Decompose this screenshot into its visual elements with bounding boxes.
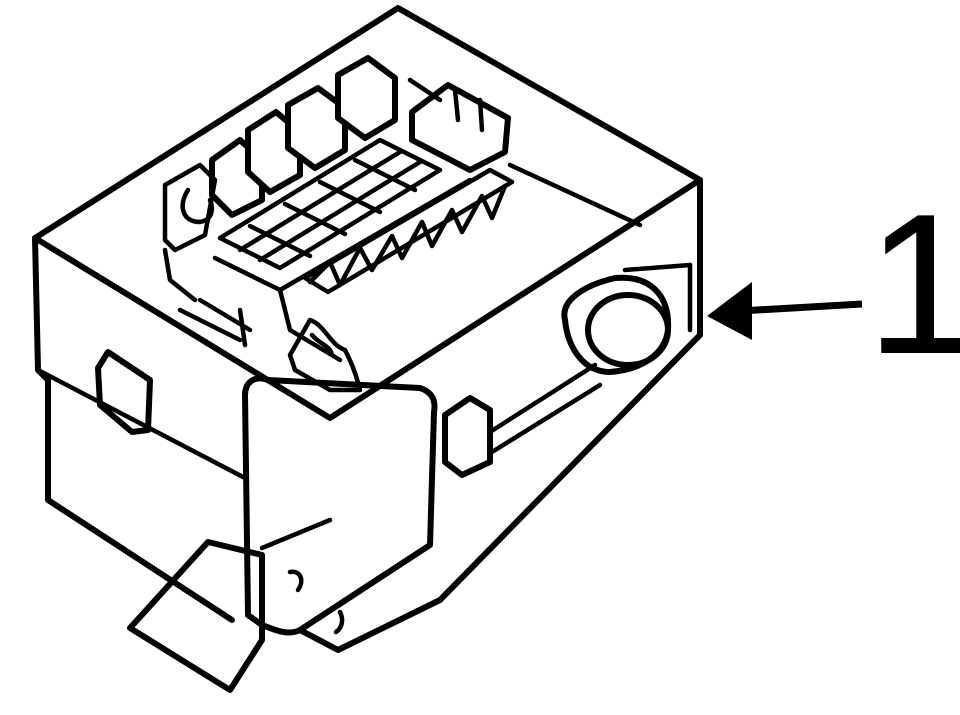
connector-socket bbox=[561, 274, 672, 375]
side-tab bbox=[95, 349, 153, 435]
ridge bbox=[212, 177, 473, 363]
bottom-tab bbox=[127, 539, 265, 693]
housing-right-side bbox=[297, 177, 703, 653]
front-cover bbox=[242, 375, 438, 636]
relay-blocks bbox=[209, 55, 511, 218]
latch-arm bbox=[442, 362, 603, 478]
housing-left-side bbox=[32, 235, 248, 623]
fuse-grid bbox=[217, 137, 443, 271]
left-clip bbox=[162, 162, 253, 348]
callout-number: 1 bbox=[866, 173, 960, 396]
hook-clip bbox=[287, 317, 363, 393]
callout-arrow bbox=[707, 282, 863, 340]
